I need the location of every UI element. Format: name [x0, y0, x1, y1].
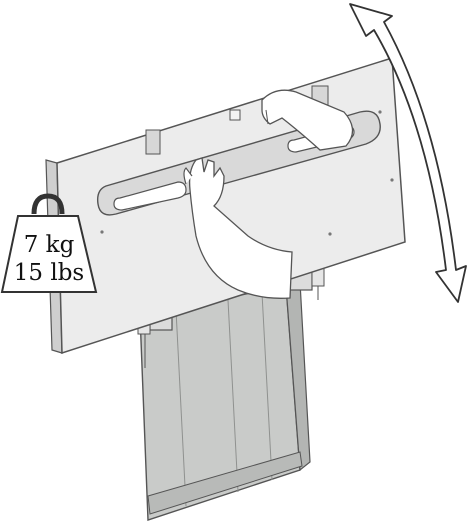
lift-column — [139, 281, 311, 521]
tilt-arrow-icon — [349, 3, 467, 303]
hand-icon — [183, 157, 293, 299]
weight-lbs-label: 15 lbs — [14, 260, 84, 286]
hand-icon — [261, 89, 354, 151]
weight-icon: 7 kg 15 lbs — [0, 193, 98, 293]
weight-kg-label: 7 kg — [24, 232, 75, 258]
